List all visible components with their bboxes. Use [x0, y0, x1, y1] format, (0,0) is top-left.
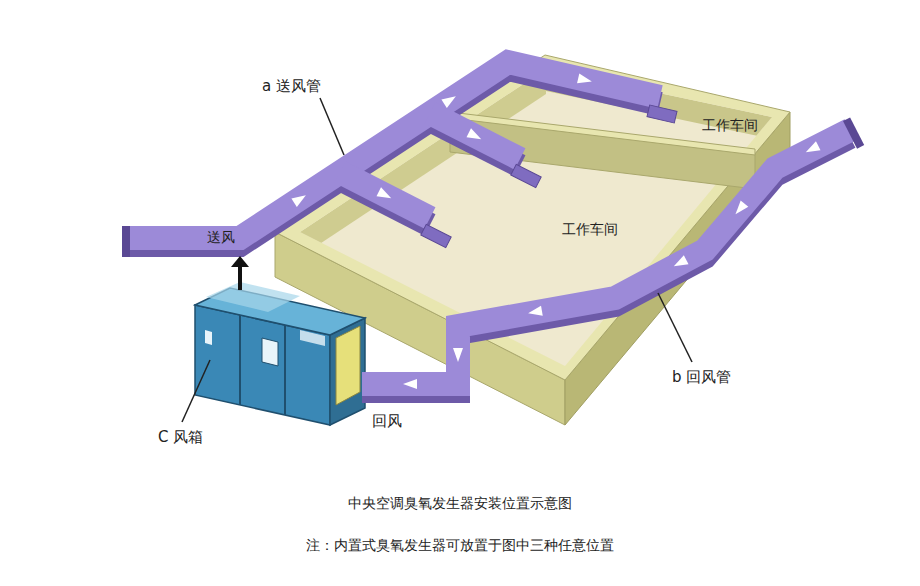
air-handler [239, 315, 241, 405]
duct-cap [843, 117, 864, 148]
flow-arrow [577, 74, 593, 87]
flow-arrow [803, 141, 820, 156]
duct-label: b 回风管 [672, 368, 731, 386]
duct-shadow [130, 69, 660, 245]
duct [340, 172, 430, 218]
leader-line [182, 98, 692, 422]
leader-line [658, 293, 692, 362]
flow-arrow [671, 255, 688, 270]
supply-arrow [231, 256, 249, 267]
flow-arrow [466, 128, 483, 143]
room-label: 工作车间 [702, 117, 758, 134]
airflow-label: 回风 [372, 412, 402, 430]
flow-arrow [291, 191, 308, 207]
flow-arrow [441, 92, 458, 108]
duct [430, 113, 520, 159]
duct [130, 62, 660, 238]
duct-cap [122, 117, 864, 257]
flow-arrow [453, 348, 463, 362]
supply-arrow [238, 266, 242, 290]
air-handler [195, 282, 365, 425]
air-handler [262, 338, 278, 366]
leader-line [182, 360, 210, 422]
note-text: 注：内置式臭氧发生器可放置于图中三种任意位置 [306, 537, 614, 554]
figure-caption: 中央空调臭氧发生器安装位置示意图 [348, 495, 572, 512]
diffuser [511, 164, 541, 187]
duct [362, 130, 850, 384]
unit-label: C 风箱 [158, 428, 203, 446]
air-handler [284, 325, 286, 415]
duct [130, 62, 850, 384]
supply-arrow [231, 256, 249, 290]
diffuser [647, 105, 677, 123]
air-handler [300, 330, 325, 346]
flow-arrow [527, 306, 543, 318]
room-label: 工作车间 [562, 221, 618, 238]
air-handler [205, 330, 212, 345]
air-handler [206, 282, 300, 312]
duct-label: a 送风管 [262, 77, 321, 95]
leader-line [320, 98, 344, 155]
air-handler [330, 318, 365, 425]
airflow-label: 送风 [207, 229, 235, 246]
diffuser [421, 224, 451, 247]
flow-arrow [732, 200, 749, 217]
flow-arrow [376, 187, 393, 202]
diffuser [421, 105, 677, 248]
flow-arrow [403, 379, 417, 389]
duct-cap [122, 226, 130, 257]
flow-arrow [291, 74, 820, 389]
air-handler [336, 326, 360, 405]
